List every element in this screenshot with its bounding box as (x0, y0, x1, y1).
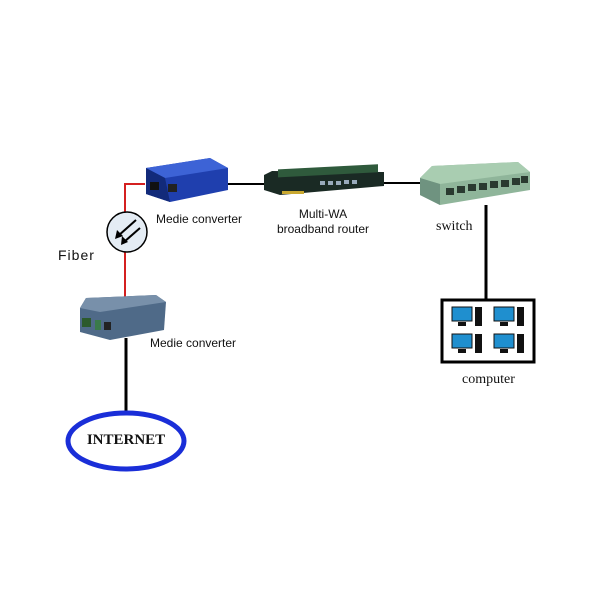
computer-icon (451, 306, 482, 326)
computer-icon (451, 333, 482, 353)
top-media-converter-icon (146, 158, 228, 202)
switch-icon (420, 162, 530, 205)
internet-label: INTERNET (86, 432, 166, 448)
bottom-converter-label: Medie converter (150, 336, 237, 350)
broadband-router-icon (264, 164, 384, 195)
fiber-link (124, 183, 145, 300)
top-converter-label: Medie converter (156, 212, 243, 226)
fiber-label: Fiber (58, 247, 95, 263)
internet-ring (65, 410, 187, 472)
bottom-media-converter-icon (80, 295, 166, 340)
computer-label: computer (462, 372, 515, 387)
router-label-line1: Multi-WA (298, 207, 348, 221)
computer-icon (493, 333, 524, 353)
switch-label: switch (436, 219, 473, 234)
computer-group-icon (440, 298, 536, 364)
fiber-symbol-icon (106, 211, 148, 253)
computer-icon (493, 306, 524, 326)
router-label-line2: broadband router (276, 222, 370, 236)
